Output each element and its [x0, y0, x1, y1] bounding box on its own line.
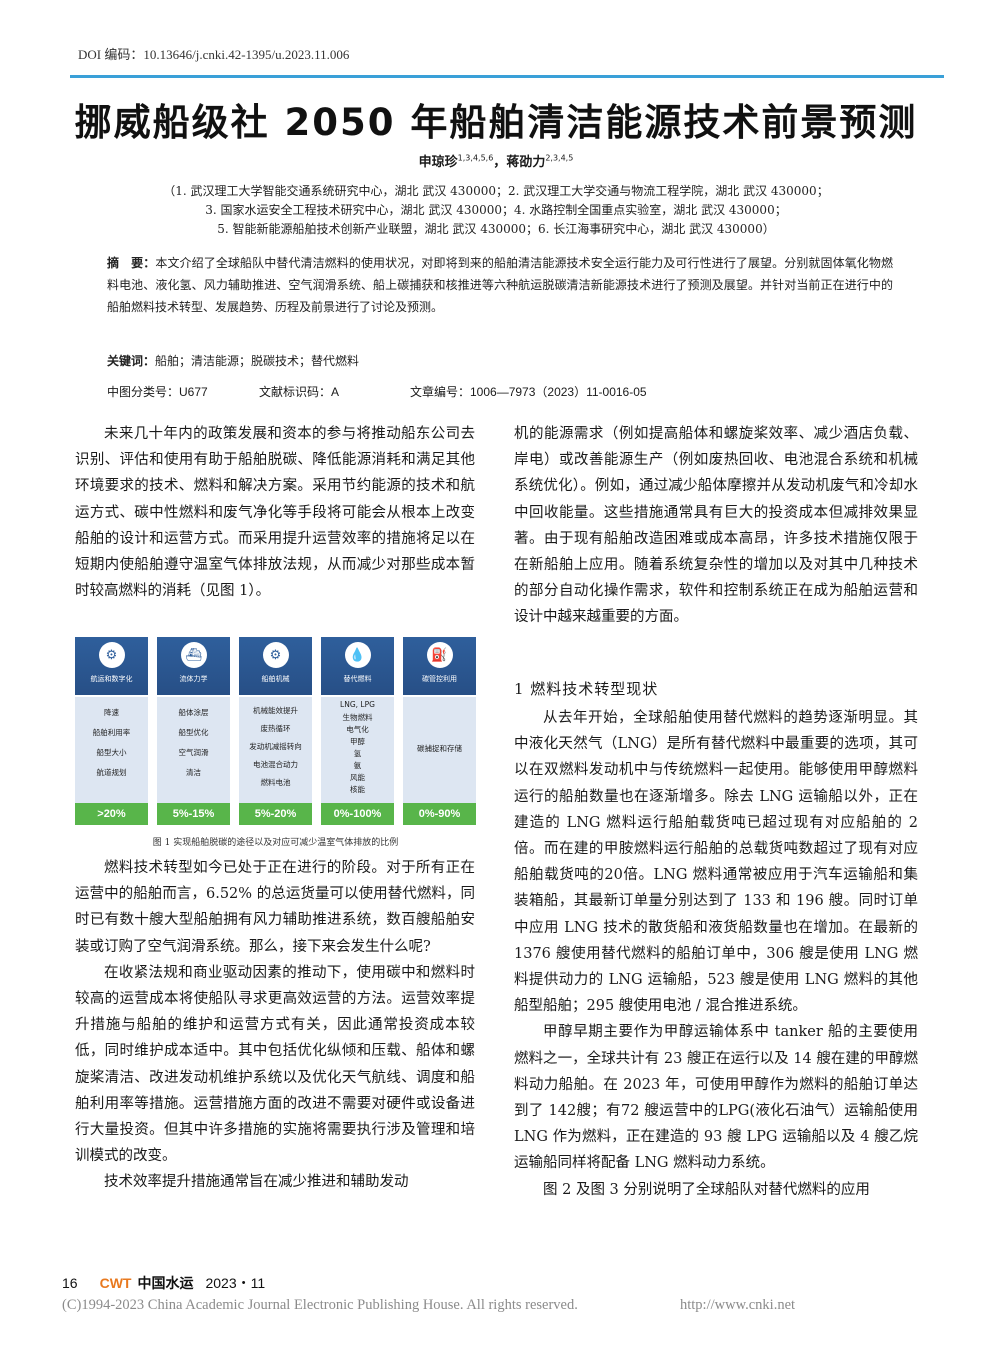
affiliation-line: 5. 智能新能源船舶技术创新产业联盟，湖北 武汉 430000；6. 长江海事研… [217, 222, 775, 236]
figure-column-body: LNG, LPG 生物燃料 电气化 甲醇 氢 氨 风能 核能 [321, 697, 394, 803]
figure-item: 电池混合动力 [253, 760, 298, 769]
figure-column-header: ⚙ 航运和数字化 [75, 637, 148, 695]
header-rule [70, 75, 944, 78]
figure-column: ⛴ 流体力学 船体涂层 船型优化 空气润滑 清洁 5%-15% [157, 637, 230, 825]
figure-column: 💧 替代燃料 LNG, LPG 生物燃料 电气化 甲醇 氢 氨 风能 核能 0%… [321, 637, 394, 825]
figure-item: 碳捕捉和存储 [417, 744, 462, 753]
figure-item: 废热循环 [260, 724, 291, 733]
figure-item: 氢 [353, 749, 362, 758]
figure-percentage: 0%-90% [403, 803, 476, 825]
figure-percentage: >20% [75, 803, 148, 825]
paragraph: 未来几十年内的政策发展和资本的参与将推动船东公司去识别、评估和使用有助于船舶脱碳… [75, 426, 475, 600]
figure-column: ⚙ 航运和数字化 降速 船舶利用率 船型大小 航道规划 >20% [75, 637, 148, 825]
abstract-label: 摘 要： [107, 256, 156, 270]
author-affil-sup: 2,3,4,5 [545, 153, 574, 163]
section-heading: 1 燃料技术转型现状 [514, 680, 659, 698]
figure-item: 生物燃料 [342, 713, 373, 722]
body-left-top: 未来几十年内的政策发展和资本的参与将推动船东公司去识别、评估和使用有助于船舶脱碳… [75, 421, 475, 604]
abstract: 摘 要：本文介绍了全球船队中替代清洁燃料的使用状况，对即将到来的船舶清洁能源技术… [107, 252, 893, 318]
network-icon: ⚙ [98, 642, 125, 668]
figure-item: 氨 [353, 761, 362, 770]
figure-item: 清洁 [186, 768, 201, 777]
abstract-text: 本文介绍了全球船队中替代清洁燃料的使用状况，对即将到来的船舶清洁能源技术安全运行… [107, 256, 893, 314]
figure-item: 核能 [350, 785, 365, 794]
affiliation-line: 3. 国家水运安全工程技术研究中心，湖北 武汉 430000；4. 水路控制全国… [205, 203, 787, 217]
figure-column-header: 💧 替代燃料 [321, 637, 394, 695]
carbon-capture-icon: ⛽ [426, 642, 453, 668]
figure-item: 甲醇 [350, 737, 365, 746]
figure-item: 电气化 [346, 725, 369, 734]
copyright-line: (C)1994-2023 China Academic Journal Elec… [62, 1297, 795, 1314]
affiliation-line: （1. 武汉理工大学智能交通系统研究中心，湖北 武汉 430000；2. 武汉理… [163, 184, 829, 198]
copyright-text: (C)1994-2023 China Academic Journal Elec… [62, 1297, 578, 1313]
figure-column-body: 碳捕捉和存储 [403, 697, 476, 803]
figure-item: 降速 [104, 708, 119, 717]
cnki-url[interactable]: http://www.cnki.net [680, 1297, 796, 1313]
page-footer: 16 CWT 中国水运 2023・11 [62, 1273, 265, 1293]
figure-column-header: ⚙ 船舶机械 [239, 637, 312, 695]
figure-category: 船舶机械 [261, 675, 290, 683]
figure-item: 空气润滑 [178, 748, 209, 757]
figure-item: 燃料电池 [260, 778, 291, 787]
document-code: 文献标识码：A [259, 385, 340, 399]
figure-percentage: 5%-15% [157, 803, 230, 825]
paragraph: 甲醇早期主要作为甲醇运输体系中 tanker 船的主要使用燃料之一，全球共计有 … [514, 1024, 918, 1172]
body-left-bottom: 燃料技术转型如今已处于正在进行的阶段。对于所有正在运营中的船舶而言，6.52% … [75, 855, 475, 1196]
figure-item: 船体涂层 [178, 708, 209, 717]
authors: 申琼珍1,3,4,5,6，蒋劭力2,3,4,5 [0, 151, 992, 170]
figure-column: ⚙ 船舶机械 机械能效提升 废热循环 发动机减摇转向 电池混合动力 燃料电池 5… [239, 637, 312, 825]
figure-item: 航道规划 [96, 768, 127, 777]
figure-1: ⚙ 航运和数字化 降速 船舶利用率 船型大小 航道规划 >20% ⛴ 流体力学 … [75, 637, 476, 825]
figure-item: 发动机减摇转向 [249, 742, 302, 751]
author-affil-sup: 1,3,4,5,6 [457, 153, 494, 163]
figure-item: 船型大小 [96, 748, 127, 757]
figure-item: 船型优化 [178, 728, 209, 737]
issue-date: 2023・11 [205, 1275, 266, 1291]
figure-percentage: 5%-20% [239, 803, 312, 825]
fuel-drop-icon: 💧 [344, 642, 371, 668]
paragraph: 在收紧法规和商业驱动因素的推动下，使用碳中和燃料时较高的运营成本将使船队寻求更高… [75, 964, 475, 1165]
figure-item: 船舶利用率 [92, 728, 131, 737]
ship-icon: ⛴ [180, 642, 207, 668]
keywords-label: 关键词： [107, 354, 156, 368]
figure-item: LNG, LPG [340, 700, 375, 709]
keywords: 关键词：船舶；清洁能源；脱碳技术；替代燃料 [107, 352, 359, 369]
figure-column-body: 机械能效提升 废热循环 发动机减摇转向 电池混合动力 燃料电池 [239, 697, 312, 803]
figure-column: ⛽ 碳管控利用 碳捕捉和存储 0%-90% [403, 637, 476, 825]
body-right-bottom: 从去年开始，全球船舶使用替代燃料的趋势逐渐明显。其中液化天然气（LNG）是所有替… [514, 705, 918, 1203]
figure-category: 航运和数字化 [90, 675, 133, 683]
paragraph: 机的能源需求（例如提高船体和螺旋桨效率、减少酒店负载、岸电）或改善能源生产（例如… [514, 426, 918, 626]
figure-item: 机械能效提升 [253, 706, 298, 715]
author-name: 申琼珍 [418, 155, 458, 170]
article-number: 文章编号：1006—7973（2023）11-0016-05 [410, 385, 647, 399]
article-title: 挪威船级社 2050 年船舶清洁能源技术前景预测 [74, 101, 918, 144]
figure-category: 替代燃料 [343, 675, 372, 683]
figure-item: 风能 [350, 773, 365, 782]
author-name: 蒋劭力 [506, 155, 546, 170]
author-separator: ， [493, 155, 507, 170]
figure-column-body: 船体涂层 船型优化 空气润滑 清洁 [157, 697, 230, 803]
figure-category: 流体力学 [179, 675, 208, 683]
clc-number: 中图分类号：U677 [107, 385, 208, 399]
figure-category: 碳管控利用 [422, 675, 457, 683]
page-number: 16 [62, 1275, 78, 1291]
doi-line: DOI 编码：10.13646/j.cnki.42-1395/u.2023.11… [78, 47, 350, 62]
figure-column-header: ⛴ 流体力学 [157, 637, 230, 695]
figure-column-body: 降速 船舶利用率 船型大小 航道规划 [75, 697, 148, 803]
engine-icon: ⚙ [262, 642, 289, 668]
paragraph: 技术效率提升措施通常旨在减少推进和辅助发动 [104, 1174, 409, 1191]
figure-percentage: 0%-100% [321, 803, 394, 825]
figure-caption: 图 1 实现船舶脱碳的途径以及对应可减少温室气体排放的比例 [152, 838, 399, 848]
body-right-top: 机的能源需求（例如提高船体和螺旋桨效率、减少酒店负载、岸电）或改善能源生产（例如… [514, 421, 918, 631]
figure-column-header: ⛽ 碳管控利用 [403, 637, 476, 695]
keywords-text: 船舶；清洁能源；脱碳技术；替代燃料 [155, 354, 360, 368]
paragraph: 图 2 及图 3 分别说明了全球船队对替代燃料的应用 [543, 1181, 870, 1198]
journal-logo: CWT [99, 1275, 132, 1291]
paragraph: 燃料技术转型如今已处于正在进行的阶段。对于所有正在运营中的船舶而言，6.52% … [75, 860, 475, 955]
journal-name: 中国水运 [137, 1275, 194, 1291]
paragraph: 从去年开始，全球船舶使用替代燃料的趋势逐渐明显。其中液化天然气（LNG）是所有替… [514, 710, 918, 1015]
